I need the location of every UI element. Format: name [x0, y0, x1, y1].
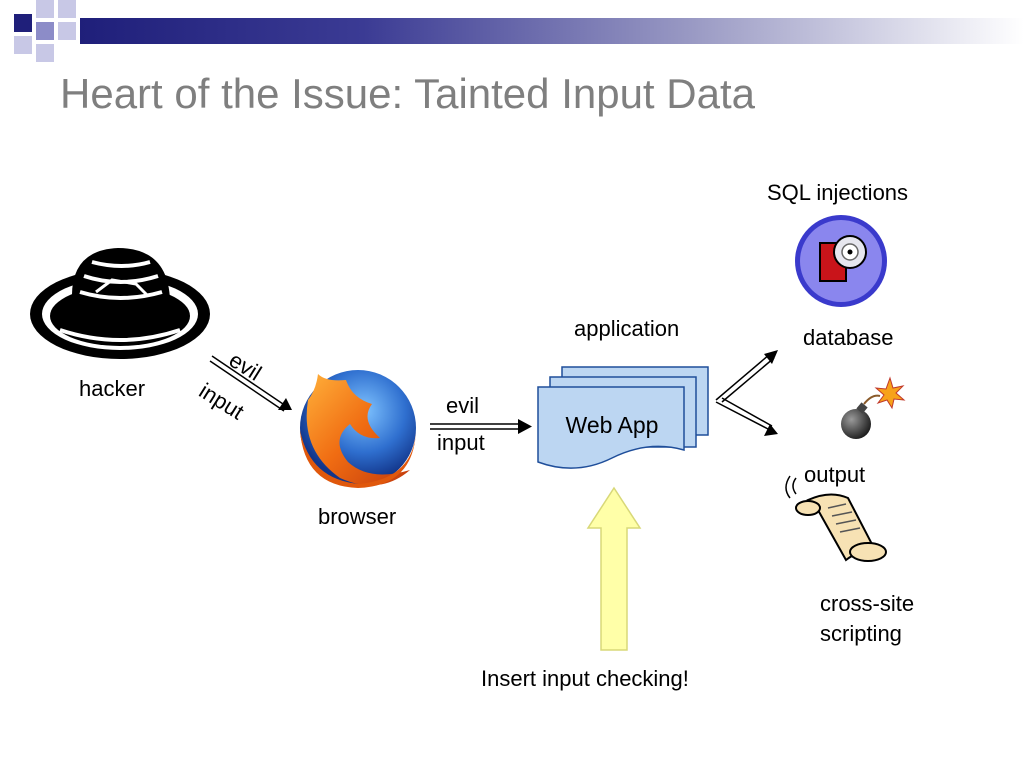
application-label: application	[574, 316, 680, 341]
header-square	[36, 0, 54, 18]
slide-title: Heart of the Issue: Tainted Input Data	[60, 70, 755, 117]
evil-input-arrow-1	[209, 355, 292, 412]
header-square	[58, 22, 76, 40]
header-bar	[0, 0, 1024, 62]
arrow2-evil-label: evil	[446, 393, 480, 418]
firefox-icon	[300, 370, 416, 488]
database-disc-icon	[795, 215, 887, 307]
arrow2-input-label: input	[437, 430, 485, 455]
header-square	[58, 0, 76, 18]
header-square	[14, 14, 32, 32]
browser-label: browser	[318, 504, 397, 529]
xss-label-line2: scripting	[820, 621, 902, 646]
database-label: database	[803, 325, 894, 350]
split-arrows	[715, 350, 778, 436]
bomb-icon	[841, 376, 906, 439]
header-square	[36, 22, 54, 40]
webapp-documents	[537, 366, 709, 469]
hat-icon	[30, 248, 210, 359]
input-checking-label: Insert input checking!	[481, 666, 689, 691]
header-gradient	[80, 18, 1024, 44]
scroll-icon	[785, 475, 887, 562]
webapp-label: Web App	[565, 412, 659, 438]
sql-injections-label: SQL injections	[767, 180, 909, 205]
header-square	[14, 36, 32, 54]
output-label: output	[804, 462, 866, 487]
hacker-label: hacker	[79, 376, 146, 401]
header-square	[36, 44, 54, 62]
input-checking-arrow	[586, 486, 642, 651]
xss-label-line1: cross-site	[820, 591, 915, 616]
evil-input-arrow-2	[430, 419, 532, 434]
